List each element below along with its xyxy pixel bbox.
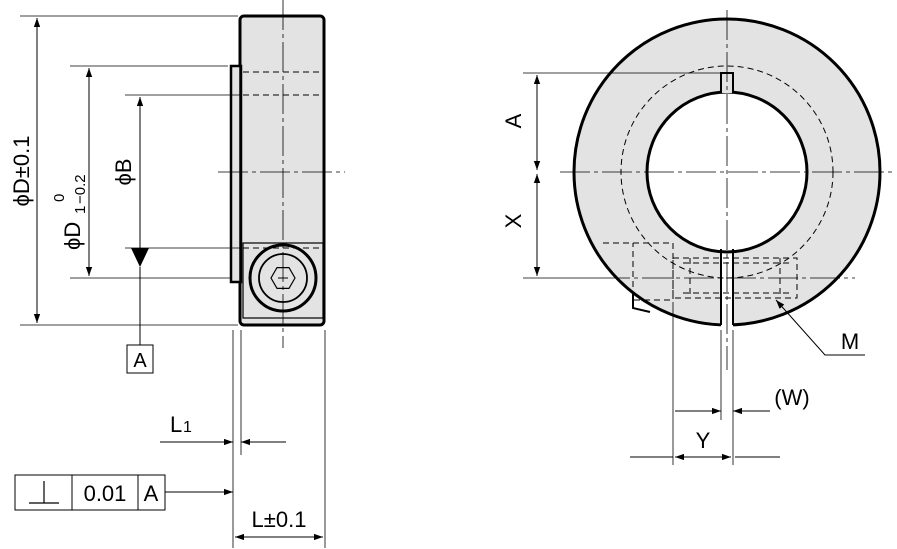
tolerance-datum: A bbox=[144, 481, 159, 506]
hex-socket-icon bbox=[270, 267, 296, 289]
datum-label: A bbox=[133, 350, 147, 372]
label-bore: ϕB bbox=[111, 159, 136, 186]
side-view: ϕD±0.1 ϕD 1 0 −0.2 ϕB A L 1 L±0.1 bbox=[9, 0, 345, 548]
label-x: X bbox=[501, 213, 526, 228]
svg-text:1: 1 bbox=[183, 419, 192, 436]
label-a: A bbox=[501, 113, 526, 128]
label-length: L±0.1 bbox=[252, 507, 307, 532]
front-view: A X (W) Y M bbox=[501, 10, 895, 465]
label-d1: ϕD 1 0 −0.2 bbox=[51, 174, 89, 250]
svg-text:L: L bbox=[170, 412, 182, 437]
label-l1: L 1 bbox=[170, 412, 192, 437]
perpendicularity-icon bbox=[29, 481, 59, 504]
leader-m bbox=[775, 299, 865, 356]
label-outer-diameter: ϕD±0.1 bbox=[9, 136, 34, 207]
label-y: Y bbox=[696, 428, 711, 453]
svg-text:−0.2: −0.2 bbox=[72, 174, 89, 204]
svg-text:ϕD: ϕD bbox=[60, 222, 85, 250]
tolerance-value: 0.01 bbox=[84, 481, 127, 506]
label-w: (W) bbox=[774, 385, 809, 410]
svg-text:1: 1 bbox=[72, 206, 89, 214]
datum-box bbox=[126, 344, 154, 374]
tolerance-frame: 0.01 A bbox=[14, 474, 233, 511]
svg-text:0: 0 bbox=[51, 194, 68, 202]
datum-triangle bbox=[131, 248, 149, 267]
collar-shoulder bbox=[229, 64, 243, 284]
label-m: M bbox=[841, 329, 859, 354]
